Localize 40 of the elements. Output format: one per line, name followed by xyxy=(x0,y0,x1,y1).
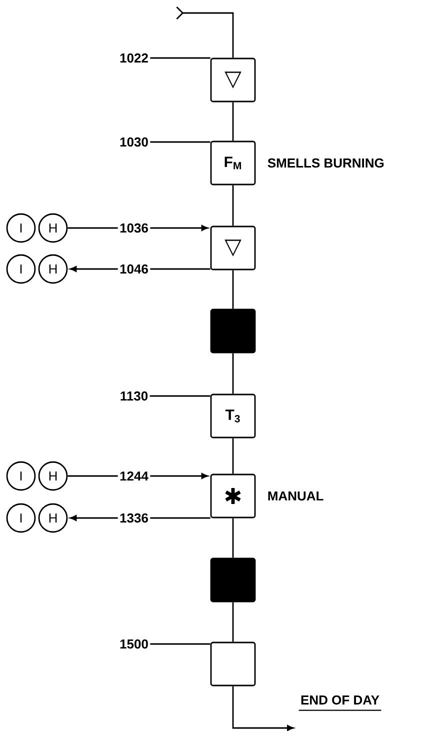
connector-line xyxy=(232,185,234,226)
time-label: 1046 xyxy=(120,264,148,274)
arrow xyxy=(150,225,208,231)
connector-line xyxy=(232,438,234,474)
symbol-box: ✱ xyxy=(210,474,256,518)
leader-line xyxy=(150,57,210,59)
time-label: 1500 xyxy=(120,639,148,649)
connector-line xyxy=(232,518,234,558)
arrow xyxy=(70,515,118,521)
leader-line xyxy=(150,395,210,397)
connector-line xyxy=(68,475,118,477)
connector-line xyxy=(232,270,234,309)
time-label: 1030 xyxy=(120,137,148,147)
incoming-line xyxy=(176,6,234,58)
time-label: 1130 xyxy=(120,391,148,401)
empty-box xyxy=(210,642,256,686)
leader-line xyxy=(150,141,210,143)
connector-line xyxy=(232,602,234,642)
annotation-text: SMELLS BURNING xyxy=(268,158,384,168)
arrow xyxy=(70,266,118,272)
time-label: 1336 xyxy=(120,513,148,523)
leader-line xyxy=(150,517,210,519)
time-label: 1022 xyxy=(120,53,148,63)
time-label: 1036 xyxy=(120,223,148,233)
time-label: 1244 xyxy=(120,471,148,481)
arrow xyxy=(150,473,208,479)
leader-line xyxy=(150,268,210,270)
filled-box xyxy=(210,308,256,354)
end-label: END OF DAY xyxy=(298,695,382,711)
annotation-text: MANUAL xyxy=(268,491,324,501)
symbol-box: ▽ xyxy=(210,226,256,270)
connector-line xyxy=(232,102,234,141)
leader-line xyxy=(150,643,210,645)
connector-line xyxy=(232,353,234,394)
outgoing-arrow xyxy=(232,686,294,731)
connector-line xyxy=(68,227,118,229)
symbol-box: ▽ xyxy=(210,58,256,102)
symbol-box: F$_{M}$ xyxy=(210,140,256,186)
filled-box xyxy=(210,558,256,602)
symbol-box: T$_{3}$ xyxy=(210,394,256,438)
